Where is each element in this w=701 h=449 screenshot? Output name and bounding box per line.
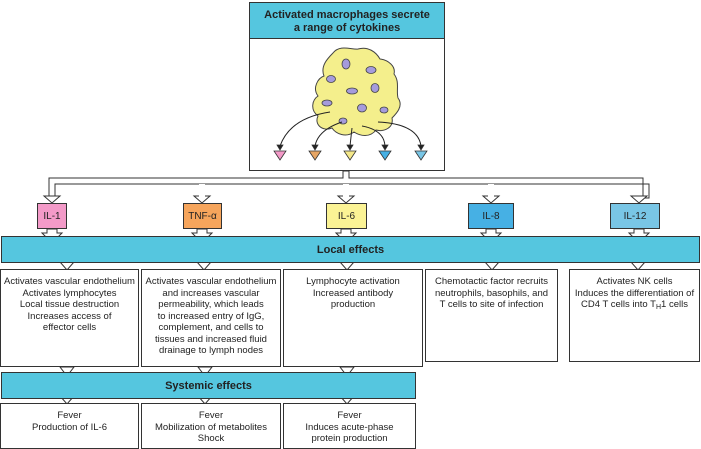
effect-line: permeability, which leads bbox=[158, 299, 264, 310]
systemic-effects-title: Systemic effects bbox=[165, 379, 252, 392]
title-line-1: Activated macrophages secrete bbox=[264, 9, 430, 21]
cytokine-label: IL-12 bbox=[623, 210, 647, 222]
effect-line: tissues and increased fluid bbox=[155, 333, 267, 345]
local-effects-title: Local effects bbox=[316, 243, 385, 256]
effect-line: to increased entry of IgG, bbox=[157, 310, 265, 322]
cytokine-il-1: IL-1 bbox=[37, 203, 67, 229]
effect-line: Activates vascular endothelium bbox=[4, 276, 135, 287]
effect-line: Local tissue destruction bbox=[19, 299, 120, 310]
distribution-connector bbox=[42, 170, 650, 204]
title-box: Activated macrophages secrete a range of… bbox=[249, 2, 445, 39]
cytokine-label: IL-6 bbox=[337, 210, 356, 222]
effect-line: CD4 T cells into TH1 cells bbox=[581, 299, 688, 311]
systemic-effect-il-6: Fever Induces acute-phase protein produc… bbox=[283, 403, 416, 449]
local-effect-tnf-alpha: Activates vascular endothelium and incre… bbox=[141, 269, 281, 367]
effect-line: and increases vascular bbox=[162, 287, 260, 299]
local-effects-banner: Local effects bbox=[1, 236, 700, 263]
effect-line: drainage to lymph nodes bbox=[158, 345, 264, 356]
effect-line: production bbox=[330, 299, 376, 310]
effect-line: Activates vascular endothelium bbox=[145, 276, 277, 287]
effect-line: Chemotactic factor recruits bbox=[435, 276, 548, 287]
effect-line: Fever bbox=[337, 410, 362, 421]
systemic-effect-tnf-alpha: Fever Mobilization of metabolites Shock bbox=[141, 403, 281, 449]
cytokine-il-6: IL-6 bbox=[326, 203, 367, 229]
effect-line: Activates lymphocytes bbox=[22, 287, 117, 299]
effect-line: Lymphocyte activation bbox=[306, 276, 400, 287]
effect-line: effector cells bbox=[42, 322, 97, 333]
local-effect-il-1: Activates vascular endothelium Activates… bbox=[0, 269, 139, 367]
effect-line: Mobilization of metabolites bbox=[155, 421, 267, 433]
effect-line: Induces acute-phase bbox=[305, 421, 394, 433]
local-effect-il-8: Chemotactic factor recruits neutrophils,… bbox=[425, 269, 558, 362]
effect-line-th1: CD4 T cells into TH1 cells bbox=[573, 299, 696, 314]
effect-line: Increased antibody bbox=[312, 287, 394, 299]
local-effect-il-12: Activates NK cells Induces the different… bbox=[569, 269, 700, 362]
local-effect-il-6: Lymphocyte activation Increased antibody… bbox=[283, 269, 423, 367]
cytokine-label: IL-1 bbox=[43, 210, 61, 222]
effect-line: Shock bbox=[197, 433, 225, 444]
cytokine-il-8: IL-8 bbox=[468, 203, 514, 229]
systemic-effects-banner: Systemic effects bbox=[1, 372, 416, 399]
effect-line: Fever bbox=[57, 410, 82, 421]
systemic-effect-il-1: Fever Production of IL-6 bbox=[0, 403, 139, 449]
effect-line: T cells to site of infection bbox=[439, 299, 544, 310]
effect-line: Induces the differentiation of bbox=[574, 287, 695, 299]
effect-line: Activates NK cells bbox=[596, 276, 673, 287]
effect-line: Production of IL-6 bbox=[32, 421, 107, 433]
cytokine-tnf-alpha: TNF-α bbox=[183, 203, 222, 229]
macrophage-panel bbox=[249, 38, 445, 171]
cytokine-il-12: IL-12 bbox=[610, 203, 660, 229]
effect-line: neutrophils, basophils, and bbox=[434, 287, 549, 299]
effect-line: protein production bbox=[311, 433, 388, 444]
effect-line: complement, and cells to bbox=[158, 322, 264, 333]
effect-line: Increases access of bbox=[27, 310, 112, 322]
effect-line: Fever bbox=[198, 410, 224, 421]
cytokine-label: TNF-α bbox=[188, 210, 217, 222]
title-line-2: a range of cytokines bbox=[293, 22, 401, 34]
cytokine-label: IL-8 bbox=[482, 210, 500, 222]
